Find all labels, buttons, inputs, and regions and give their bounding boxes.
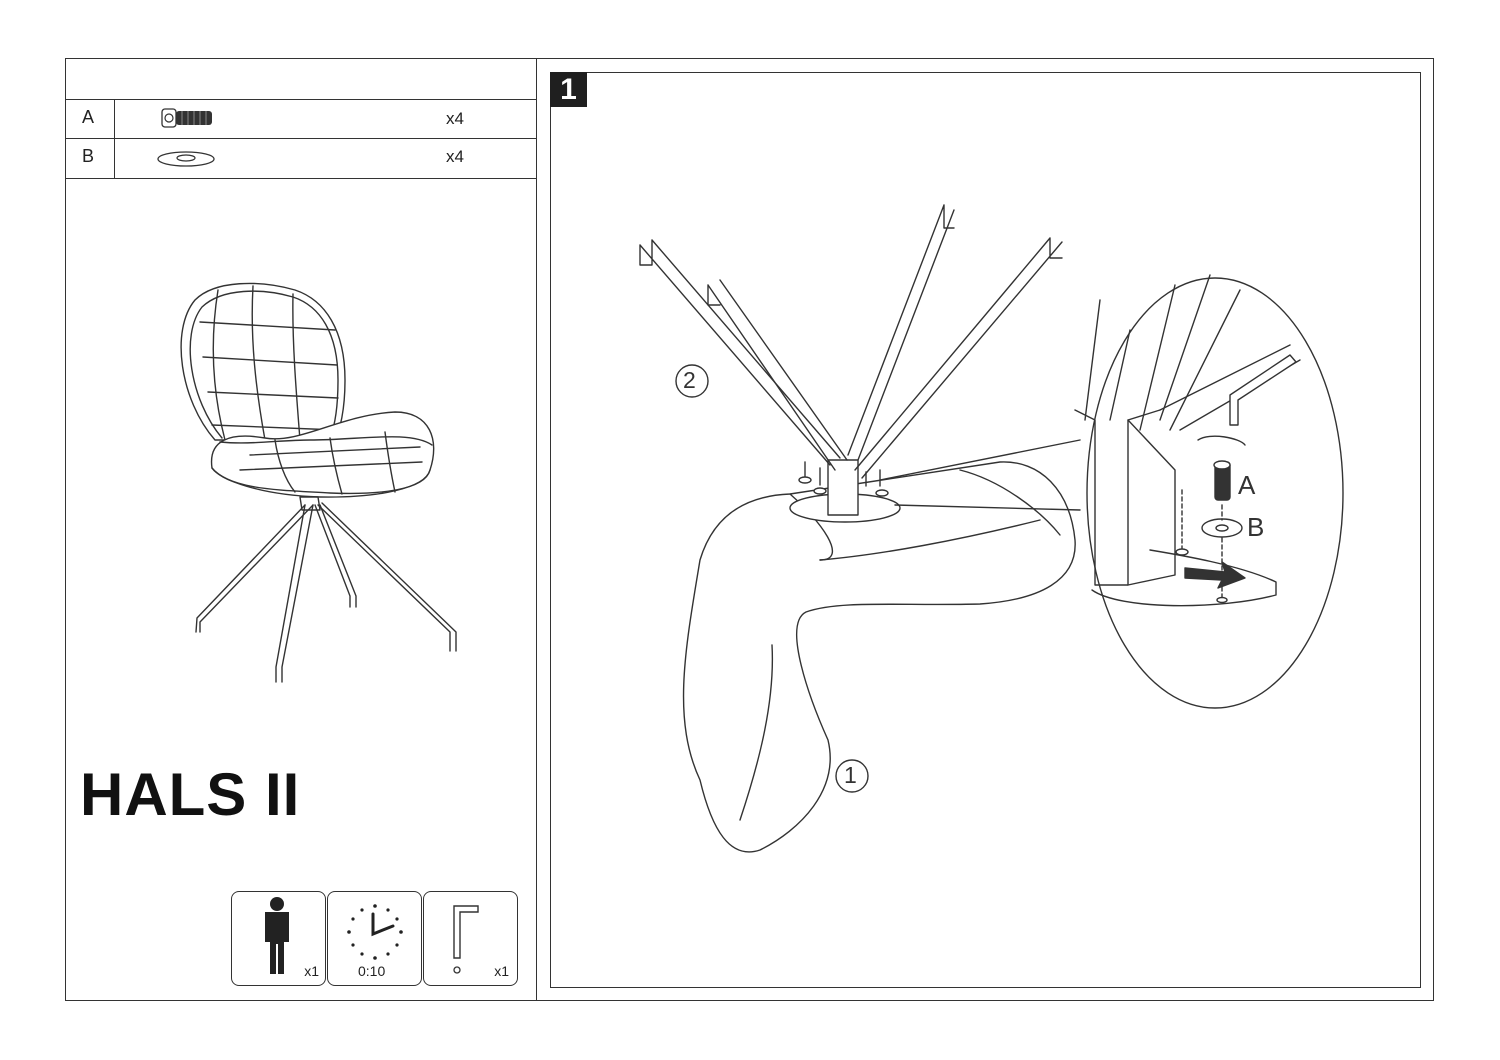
bolt-label: A: [1238, 470, 1256, 500]
tool-required-box: x1: [423, 891, 518, 986]
washer-icon: [155, 149, 217, 174]
part-a-letter: A: [82, 107, 95, 127]
part-b-letter: B: [82, 146, 95, 166]
time-required-box: 0:10: [327, 891, 422, 986]
product-name: HALS II: [80, 761, 301, 828]
allen-key-icon: [453, 905, 479, 974]
people-count: x1: [304, 963, 319, 979]
parts-table-bottom-border: [65, 178, 536, 179]
person-icon: [265, 897, 289, 974]
legs-callout: 2: [683, 367, 696, 393]
washer-label: B: [1247, 512, 1265, 542]
step-frame: [550, 72, 1421, 988]
instruction-sheet: [65, 58, 1434, 1001]
parts-table-column-border: [114, 99, 115, 178]
step-number: 1: [550, 72, 587, 107]
seat-callout: 1: [844, 762, 857, 788]
time-value: 0:10: [358, 963, 386, 979]
part-b-quantity: x4: [446, 147, 464, 166]
part-a-quantity: x4: [446, 109, 464, 128]
parts-table-row-border: [65, 138, 536, 139]
clock-icon: [347, 904, 403, 960]
tool-count: x1: [494, 963, 509, 979]
panel-divider: [536, 58, 537, 1001]
bolt-icon: [160, 106, 216, 135]
parts-table-top-border: [65, 99, 536, 100]
people-required-box: x1: [231, 891, 326, 986]
chair-illustration: [180, 282, 457, 683]
